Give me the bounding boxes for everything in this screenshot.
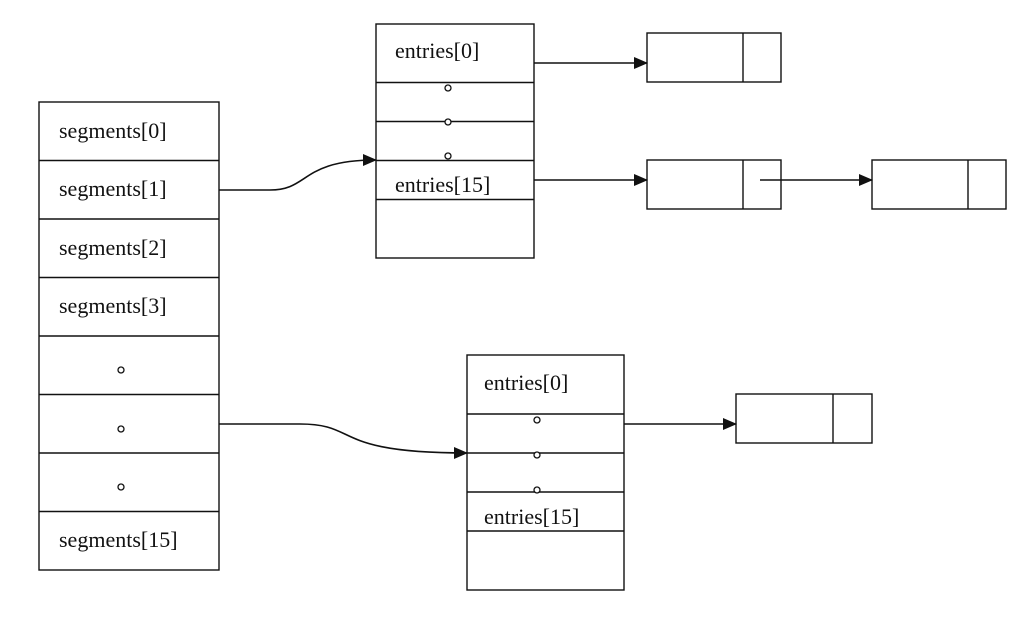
segment-label-15: segments[15] (59, 527, 178, 552)
segment-label-3: segments[3] (59, 293, 167, 318)
entries-table-0: entries[0] entries[15] (375, 23, 535, 259)
ellipsis-dot (444, 118, 452, 126)
arrow-segment1-to-table0 (219, 154, 377, 191)
entry-node-2 (871, 159, 1007, 210)
ellipsis-dot (533, 451, 541, 459)
node-box (646, 159, 782, 210)
ellipsis-dot (533, 486, 541, 494)
entry-label-15: entries[15] (395, 172, 490, 197)
entry-label-0: entries[0] (484, 370, 568, 395)
arrow-segment-to-table1 (219, 423, 468, 459)
segment-label-0: segments[0] (59, 118, 167, 143)
entry-node-3 (735, 393, 873, 444)
entries-table-1: entries[0] entries[15] (466, 354, 625, 591)
ellipsis-dot (533, 416, 541, 424)
entry-label-0: entries[0] (395, 38, 479, 63)
entries-table-border (375, 23, 535, 259)
node-box (871, 159, 1007, 210)
segments-array: segments[0] segments[1] segments[2] segm… (38, 101, 220, 571)
ellipsis-dot (117, 366, 125, 374)
segment-label-1: segments[1] (59, 176, 167, 201)
ellipsis-dot (444, 84, 452, 92)
entries-table-border (466, 354, 625, 591)
entry-node-1 (646, 159, 782, 210)
ellipsis-dot (117, 425, 125, 433)
ellipsis-dot (444, 152, 452, 160)
ellipsis-dot (117, 483, 125, 491)
entry-label-15: entries[15] (484, 504, 579, 529)
entry-node-0 (646, 32, 782, 83)
node-box (735, 393, 873, 444)
node-box (646, 32, 782, 83)
segment-label-2: segments[2] (59, 235, 167, 260)
